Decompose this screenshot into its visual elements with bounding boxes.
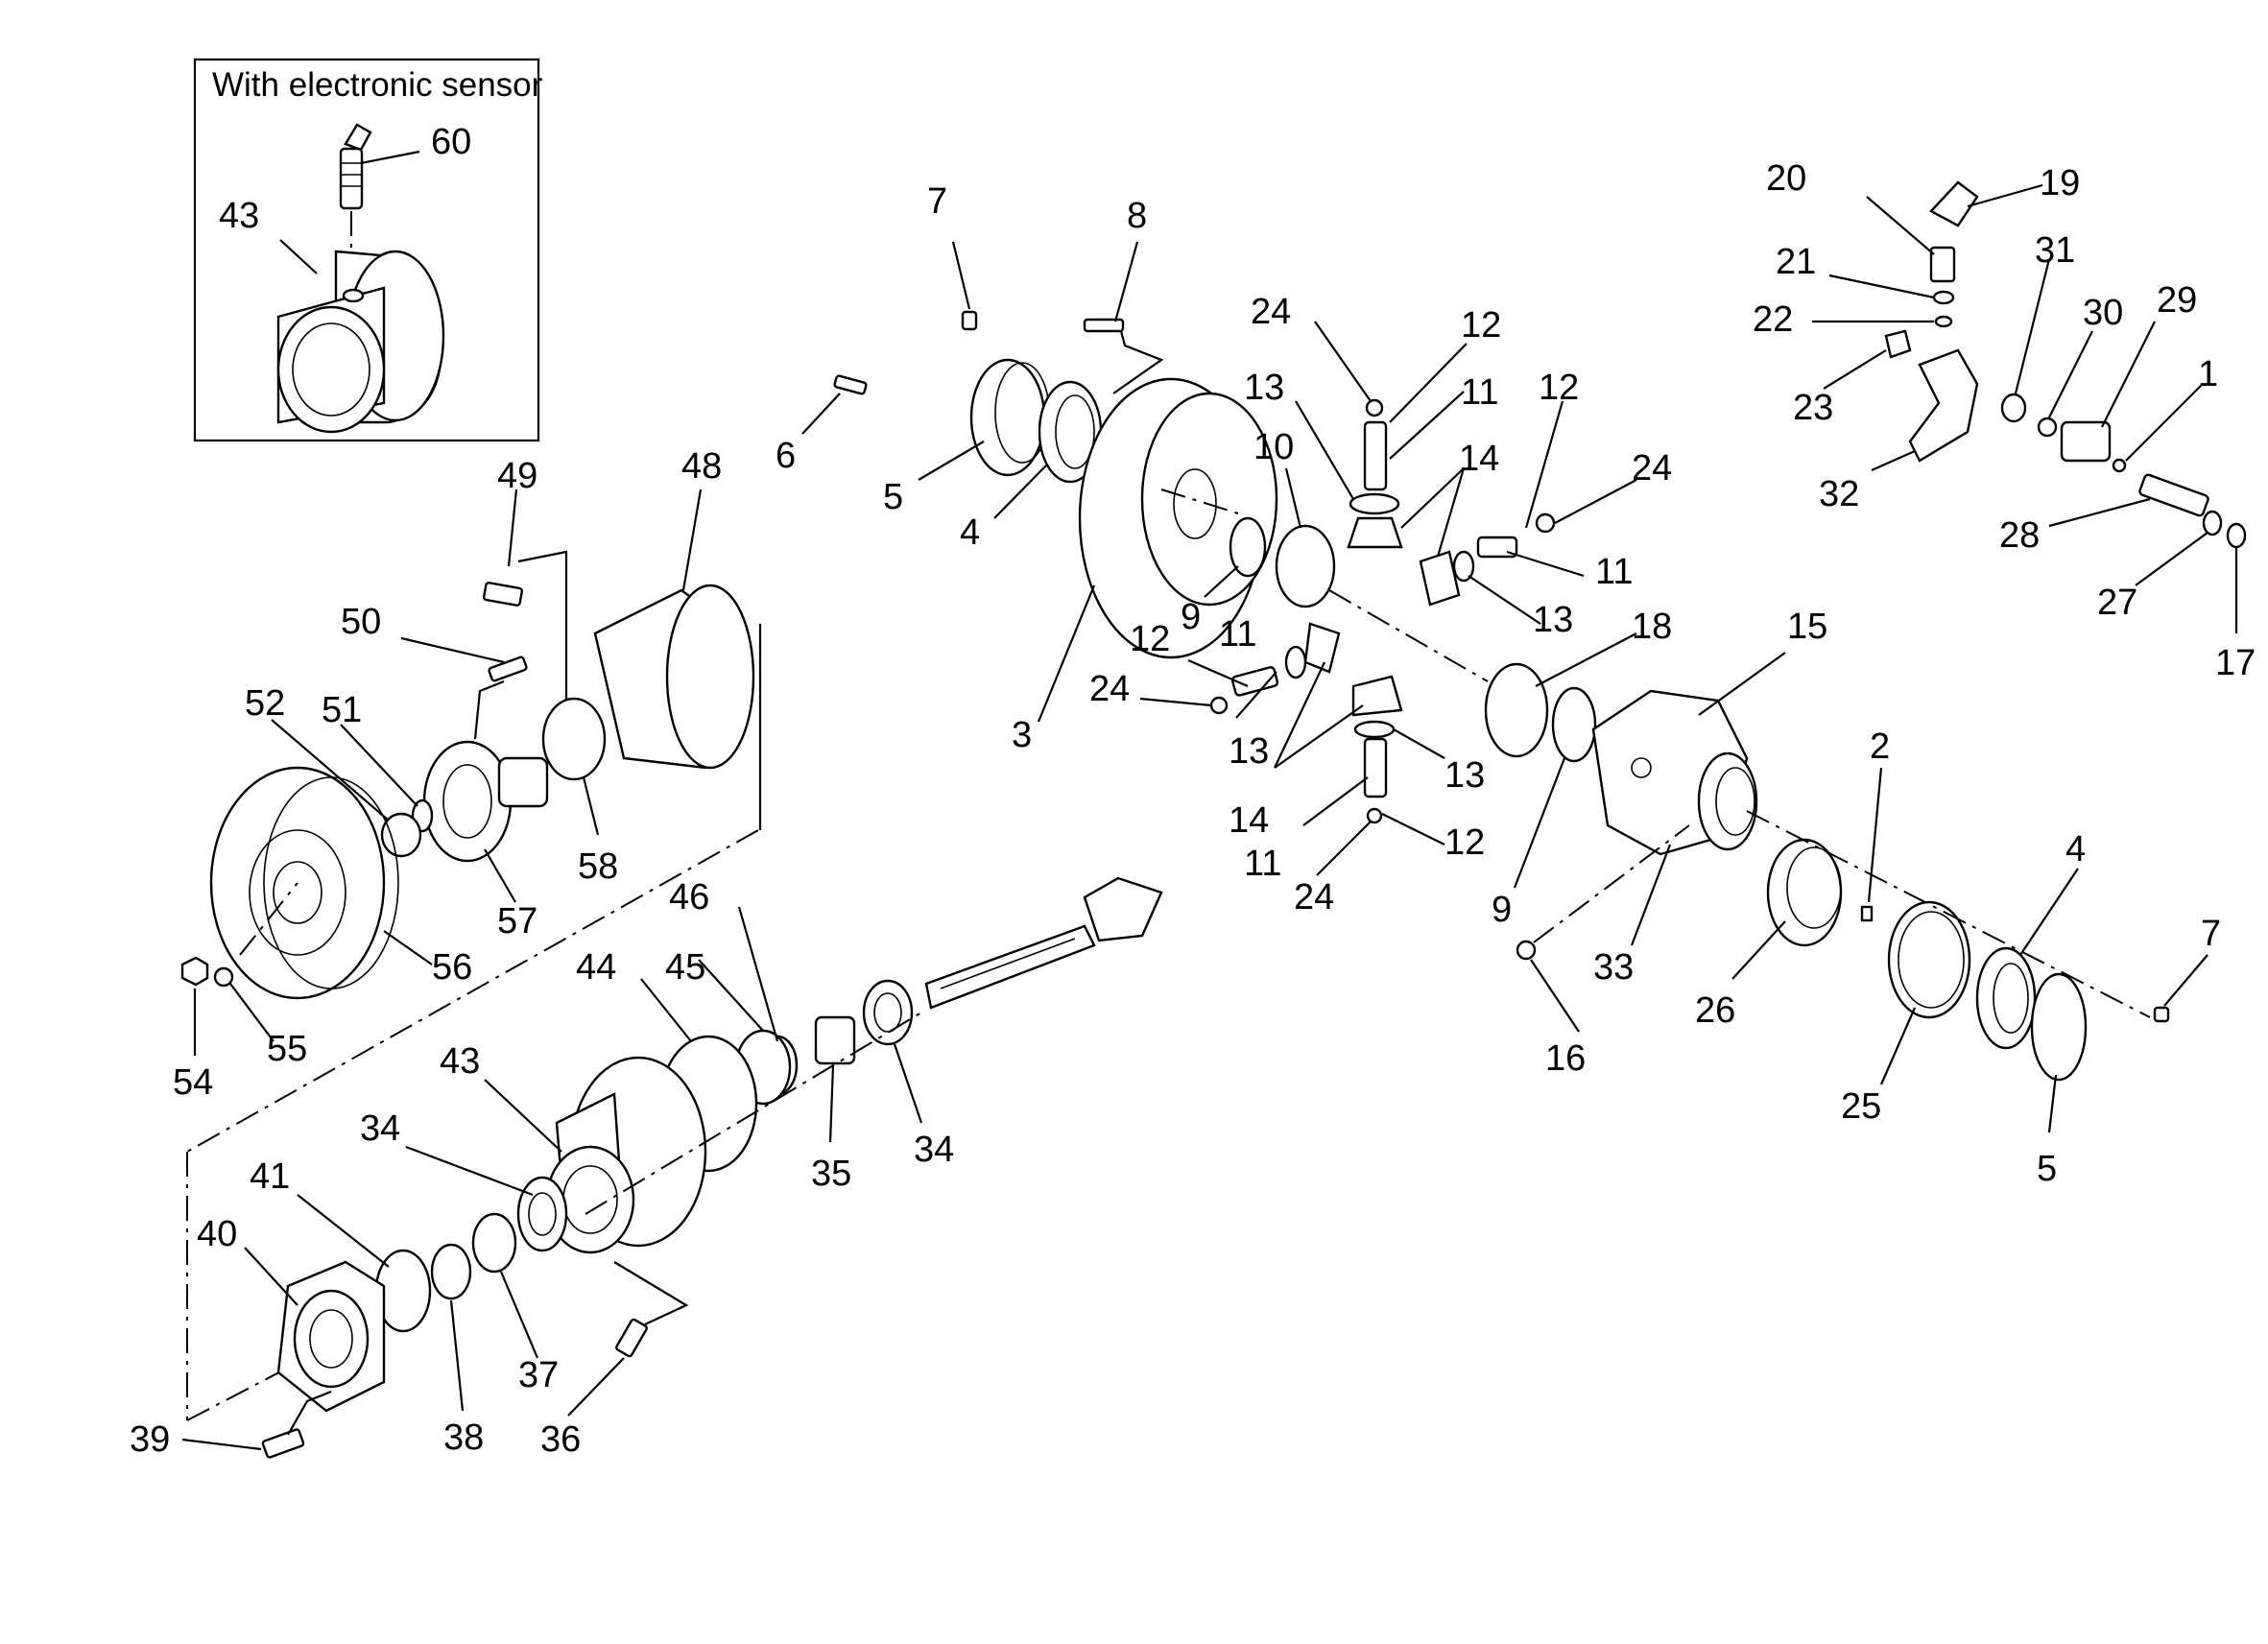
- callout-45: 45: [665, 947, 705, 988]
- callout-2: 2: [1870, 727, 1890, 767]
- callout-9: 9: [1492, 890, 1512, 930]
- callout-9: 9: [1181, 597, 1201, 637]
- callout-3: 3: [1012, 715, 1032, 755]
- callout-12: 12: [1461, 305, 1501, 345]
- callout-17: 17: [2215, 643, 2256, 683]
- callout-57: 57: [497, 901, 537, 941]
- callout-13: 13: [1533, 600, 1573, 640]
- callout-33: 33: [1593, 947, 1634, 988]
- callout-38: 38: [443, 1418, 484, 1458]
- shift-fork-assembly: [1812, 180, 2247, 633]
- callout-52: 52: [245, 683, 285, 724]
- callout-51: 51: [322, 690, 362, 730]
- callout-11: 11: [1219, 614, 1256, 655]
- inset-electronic-sensor: With electronic sensor: [193, 58, 543, 442]
- callout-23: 23: [1793, 388, 1833, 428]
- callout-18: 18: [1632, 607, 1672, 647]
- callout-6: 6: [776, 436, 796, 476]
- callout-12: 12: [1130, 619, 1170, 659]
- callout-20: 20: [1766, 158, 1806, 199]
- callout-14: 14: [1459, 439, 1499, 479]
- pinion-shaft-assembly: [181, 876, 1163, 1459]
- callout-44: 44: [576, 947, 616, 988]
- callout-12: 12: [1444, 822, 1485, 863]
- callout-4: 4: [960, 512, 980, 553]
- callout-15: 15: [1787, 607, 1827, 647]
- callout-55: 55: [267, 1029, 307, 1069]
- callout-24: 24: [1294, 877, 1334, 917]
- callout-5: 5: [883, 477, 903, 517]
- diff-housing-assembly: [1484, 632, 2208, 1133]
- callout-60: 60: [431, 122, 471, 162]
- callout-54: 54: [173, 1062, 213, 1103]
- callout-48: 48: [681, 446, 722, 487]
- callout-11: 11: [1595, 552, 1633, 592]
- flange-brake-assembly: [180, 488, 762, 1421]
- ring-gear-assembly: [801, 241, 1637, 876]
- callout-11: 11: [1461, 372, 1498, 413]
- inset-title: With electronic sensor: [212, 66, 543, 104]
- callout-13: 13: [1444, 755, 1485, 796]
- callout-labels: 60 43 7 8 6 5 4 3 9 10 24 12 13 11 14 12…: [130, 122, 2256, 1460]
- callout-27: 27: [2097, 583, 2137, 623]
- callout-36: 36: [540, 1419, 581, 1460]
- callout-31: 31: [2035, 230, 2075, 271]
- callout-35: 35: [811, 1154, 851, 1194]
- callout-30: 30: [2083, 293, 2123, 333]
- callout-25: 25: [1841, 1086, 1881, 1127]
- callout-43: 43: [219, 196, 259, 236]
- callout-7: 7: [2201, 914, 2221, 954]
- callout-14: 14: [1229, 800, 1269, 841]
- callout-29: 29: [2157, 280, 2197, 321]
- callout-46: 46: [669, 877, 709, 917]
- callout-21: 21: [1776, 242, 1816, 282]
- callout-16: 16: [1545, 1038, 1586, 1079]
- callout-49: 49: [497, 456, 537, 496]
- callout-43: 43: [440, 1041, 480, 1082]
- callout-37: 37: [518, 1355, 559, 1395]
- callout-7: 7: [927, 181, 947, 222]
- callout-28: 28: [1999, 515, 2040, 556]
- callout-34: 34: [360, 1108, 400, 1149]
- callout-1: 1: [2198, 354, 2218, 394]
- callout-13: 13: [1244, 368, 1284, 408]
- callout-40: 40: [197, 1214, 237, 1254]
- callout-56: 56: [432, 947, 472, 988]
- callout-34: 34: [914, 1130, 954, 1170]
- callout-41: 41: [250, 1156, 290, 1197]
- callout-13: 13: [1229, 731, 1269, 772]
- callout-50: 50: [341, 602, 381, 642]
- callout-12: 12: [1539, 368, 1579, 408]
- callout-32: 32: [1819, 474, 1859, 514]
- callout-10: 10: [1253, 427, 1294, 467]
- callout-24: 24: [1632, 448, 1672, 488]
- callout-4: 4: [2065, 829, 2086, 870]
- callout-24: 24: [1251, 292, 1291, 332]
- callout-19: 19: [2040, 163, 2080, 203]
- callout-58: 58: [578, 846, 618, 887]
- callout-8: 8: [1127, 196, 1147, 236]
- callout-26: 26: [1695, 990, 1735, 1031]
- callout-5: 5: [2037, 1149, 2057, 1189]
- callout-22: 22: [1753, 299, 1793, 340]
- callout-24: 24: [1089, 669, 1130, 709]
- callout-11: 11: [1244, 844, 1281, 884]
- callout-39: 39: [130, 1419, 170, 1460]
